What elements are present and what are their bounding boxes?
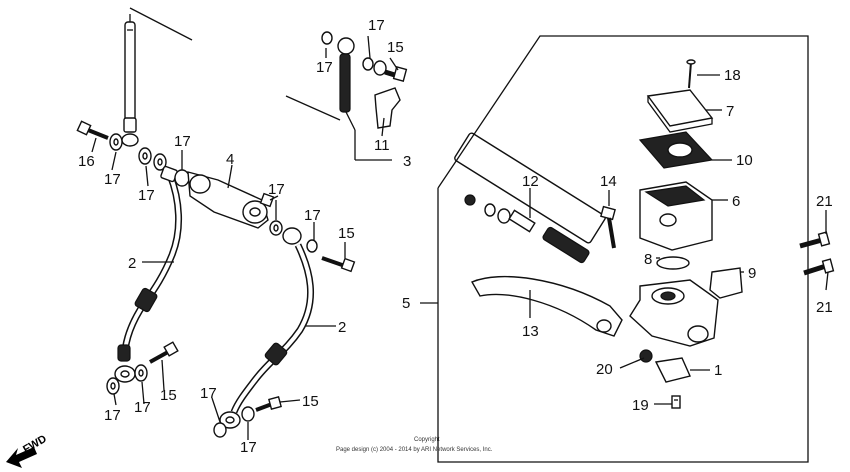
callout-17-bottom-d: 17 — [240, 439, 257, 456]
boot-11 — [374, 87, 401, 129]
reservoir-6 — [639, 181, 713, 251]
left-brake-hose — [114, 165, 190, 383]
reservoir-cap-7 — [646, 89, 714, 133]
copyright-line-1: Copyright — [414, 437, 440, 443]
callout-8: 8 — [644, 251, 652, 268]
washer-17-a — [109, 133, 123, 151]
callout-14: 14 — [600, 173, 617, 190]
callout-2-right: 2 — [338, 319, 346, 336]
callout-17-right-hose: 17 — [304, 207, 321, 224]
banjo-bolt-16 — [76, 120, 109, 140]
callout-17-top-left: 17 — [316, 59, 333, 76]
switch-hose-assembly — [285, 31, 408, 131]
master-cylinder-body — [629, 279, 719, 347]
callout-19: 19 — [632, 397, 649, 414]
callout-6: 6 — [732, 193, 740, 210]
callout-17-bottom-b: 17 — [134, 399, 151, 416]
callout-15-top: 15 — [387, 39, 404, 56]
leader-lines — [91, 35, 829, 440]
o-ring-8 — [656, 256, 690, 270]
fwd-arrow: FWD — [6, 433, 49, 468]
right-brake-hose — [219, 227, 315, 429]
callout-12: 12 — [522, 173, 539, 190]
washer-17-d — [106, 377, 120, 395]
callout-17-left-a: 17 — [104, 171, 121, 188]
callout-11: 11 — [374, 137, 390, 154]
master-cylinder-frame — [420, 35, 809, 463]
diaphragm-10 — [638, 131, 714, 169]
washer-17-e — [134, 364, 148, 382]
nut-20 — [639, 349, 653, 363]
washer-17-h — [213, 422, 227, 438]
callout-17-top: 17 — [368, 17, 385, 34]
callout-17-joint-right: 17 — [268, 181, 285, 198]
callout-9: 9 — [748, 265, 756, 282]
callout-2-left: 2 — [128, 255, 136, 272]
cap-screw-18 — [686, 59, 696, 89]
brake-switch-1 — [654, 357, 691, 383]
washer-17-f — [269, 220, 283, 236]
brake-lever-13 — [471, 275, 623, 337]
callout-18: 18 — [724, 67, 741, 84]
washer-17-i — [241, 406, 255, 422]
pivot-bolt-14 — [600, 205, 616, 249]
callout-17-bottom-a: 17 — [104, 407, 121, 424]
callout-21-lower: 21 — [816, 299, 833, 316]
callout-3: 3 — [403, 153, 411, 170]
callout-15-bottom-right: 15 — [302, 393, 319, 410]
upper-brake-hose — [121, 7, 193, 147]
callout-15-bottom-left: 15 — [160, 387, 177, 404]
callout-17-bottom-c: 17 — [200, 385, 217, 402]
bolt-15-lower-left — [149, 341, 179, 364]
screw-19 — [671, 395, 681, 409]
callout-10: 10 — [736, 152, 753, 169]
callout-17-joint: 17 — [174, 133, 191, 150]
bolt-15-lower-right — [255, 396, 282, 412]
callout-15-right: 15 — [338, 225, 355, 242]
holder-bolt-21-lower — [803, 258, 835, 276]
washer-17-c — [153, 153, 167, 171]
callout-5: 5 — [402, 295, 410, 312]
washer-17-g — [306, 239, 318, 253]
bracket-9 — [709, 267, 743, 299]
callout-4: 4 — [226, 151, 234, 168]
callout-13: 13 — [522, 323, 539, 340]
washer-17-b — [138, 147, 152, 165]
callout-7: 7 — [726, 103, 734, 120]
callout-16: 16 — [78, 153, 95, 170]
callout-17-left-b: 17 — [138, 187, 155, 204]
bolt-15-right — [321, 256, 356, 273]
holder-bolt-21-upper — [799, 231, 831, 249]
three-way-joint — [187, 171, 279, 229]
callout-20: 20 — [596, 361, 613, 378]
callout-1: 1 — [714, 362, 722, 379]
piston-set-12 — [454, 132, 606, 264]
copyright-line-2: Page design (c) 2004 - 2014 by ARI Netwo… — [336, 447, 493, 453]
callout-21-upper: 21 — [816, 193, 833, 210]
